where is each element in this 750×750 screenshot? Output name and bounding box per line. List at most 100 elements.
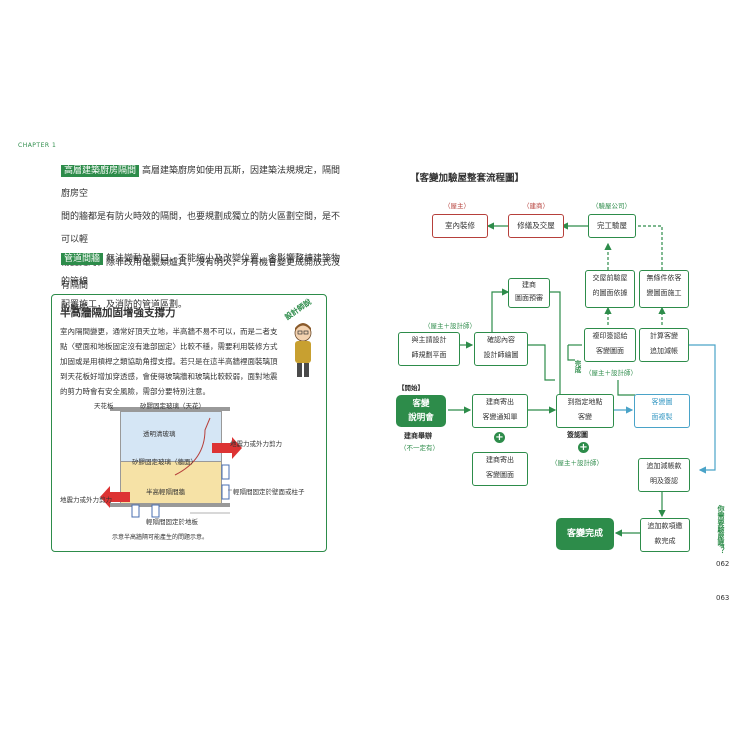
chapter-label: CHAPTER 1 [18, 142, 57, 149]
self-inspection-line: 無條件依客 [646, 274, 682, 282]
builder-send-drawing-line: 建商寄出 [486, 456, 514, 464]
change-drawing-line: 客變圖 [651, 398, 673, 406]
change-drawing-line: 面複製 [651, 413, 673, 421]
designated-place-line: 客變 [578, 413, 592, 421]
plus-icon: + [494, 432, 505, 443]
half-wall [120, 461, 222, 505]
box-line: 到天花板好增加穿透感，會使得玻璃牆和玻璃比較較弱，面對地震 [60, 372, 278, 381]
pre-handover-box: 交屋前驗屋 的圖面依據 [585, 270, 635, 308]
role-inspector: （驗屋公司） [592, 202, 631, 210]
wall-fix-floor-label: 輕隔間固定於地板 [146, 518, 198, 526]
change-drawing-box: 客變圖 面複製 [634, 394, 690, 428]
completion-label: 完成 [573, 360, 581, 373]
calc-extra-line: 追加減帳 [650, 347, 678, 355]
owner-designer-label-1: （屋主＋設計師） [424, 322, 476, 330]
extra-payment-box: 追加減帳款 明及簽認 [638, 458, 690, 492]
final-payment-line: 追加款項繳 [647, 522, 683, 530]
page-number-063: 063 [716, 594, 730, 602]
role-owner: （屋主） [444, 202, 470, 210]
glass-ceiling-fix-label: 矽膠固定玻璃（天花） [140, 402, 205, 410]
diagram-caption: 示意半高牆隔可能產生的問題示意。 [112, 534, 209, 541]
role-builder: （建商） [523, 202, 549, 210]
flow-title: 【客變加驗屋整套流程圖】 [410, 173, 525, 184]
builder-quote-box: 建商 圖面預審 [508, 278, 550, 308]
seismic-right-label: 地震力或外力剪力 [230, 440, 282, 448]
reply-confirm-box: 複印簽認給 客變圖面 [584, 328, 636, 362]
seismic-left-label: 地震力或外力剪力 [60, 496, 112, 504]
builder-hold-label: 建商舉辦 [404, 432, 432, 440]
box-text: 室內隔間變更，通常好頂天立地，半高牆不易不可以，而是二者支 點〈壁面和地板固定沒… [60, 324, 286, 399]
clear-glass-label: 透明清玻璃 [143, 430, 176, 438]
page-number-062: 062 [716, 560, 730, 568]
box-line: 室內隔間變更，通常好頂天立地，半高牆不易不可以，而是二者支 [60, 327, 278, 336]
calc-extra-box: 計算客變 追加減帳 [639, 328, 689, 362]
builder-send-box: 建商寄出 客變通知單 [472, 394, 528, 428]
force-arrow-right [212, 437, 242, 459]
interior-reno-box: 室內裝修 [432, 214, 488, 238]
briefing-line: 說明會 [408, 413, 434, 423]
builder-send-drawing-box: 建商寄出 客變圖面 [472, 452, 528, 486]
repair-handover-box: 修繕及交屋 [508, 214, 564, 238]
completion-inspection-box: 完工驗屋 [588, 214, 636, 238]
extra-payment-line: 明及簽認 [650, 477, 678, 485]
briefing-box: 客變 說明會 [396, 395, 446, 427]
para1-line: 的廚房。 [61, 304, 98, 314]
builder-send-line: 客變通知單 [482, 413, 518, 421]
final-payment-line: 款完成 [654, 537, 676, 545]
wall-fix-side-label: 輕隔間固定於壁面或柱子 [233, 488, 305, 496]
owner-designer-label-3: （屋主＋設計師） [551, 459, 603, 467]
briefing-line: 客變 [412, 399, 430, 409]
confirm-content-box: 確認內容 設計師繪圖 [474, 332, 528, 366]
designer-avatar [290, 322, 316, 380]
self-inspection-box: 無條件依客 變圖面施工 [639, 270, 689, 308]
floor-line [110, 503, 230, 507]
ceiling-label: 天花板 [94, 402, 114, 410]
para2-line: 無法變動及開口，不能縮小及改變位置，會影響整棟建築物的管線 [61, 254, 341, 287]
final-payment-box: 追加款項繳 款完成 [640, 518, 690, 552]
builder-quote-line: 圖面預審 [515, 294, 543, 302]
builder-quote-line: 建商 [522, 281, 536, 289]
side-text: 你需要驗屋嗎？ [717, 505, 725, 554]
pipe-tag: 管道間牆 [61, 253, 104, 265]
pre-handover-line: 的圖面依據 [592, 289, 628, 297]
sign-stamp-label: 簽認圖 [567, 431, 588, 439]
para2-line: 配置施工，及消防的管道區劃。 [61, 300, 188, 310]
half-wall-label: 半高輕隔間牆 [146, 488, 185, 496]
extra-payment-line: 追加減帳款 [646, 462, 682, 470]
paragraph-pipe: 管道間牆無法變動及開口，不能縮小及改變位置，會影響整棟建築物的管線 配置施工，及… [61, 248, 341, 317]
info-box [51, 294, 327, 552]
designated-place-line: 到指定地點 [567, 398, 603, 406]
box-line: 點〈壁面和地板固定沒有進部固定〉比較不穩，需要利用裝修方式 [60, 342, 278, 351]
confirm-content-line: 確認內容 [487, 336, 515, 344]
kitchen-tag: 高層建築廚房隔間 [61, 165, 140, 177]
floorplan-line: 與主請設計 [411, 336, 447, 344]
owner-designer-label-2: （屋主＋設計師） [585, 369, 637, 377]
box-line: 加固或是用槓桿之類協助角撐支撐。若只是在這半高牆裡面裝璃頂 [60, 357, 278, 366]
box-title: 半高牆隔加固增強支撐力 [60, 307, 176, 319]
builder-send-line: 建商寄出 [486, 398, 514, 406]
builder-send-drawing-line: 客變圖面 [486, 471, 514, 479]
not-fixed-label: （不一定有） [400, 444, 439, 452]
calc-extra-line: 計算客變 [650, 332, 678, 340]
floorplan-box: 與主請設計 師規劃平面 [398, 332, 460, 366]
plus-icon: + [578, 442, 589, 453]
designated-place-box: 到指定地點 客變 [556, 394, 614, 428]
reply-confirm-line: 客變圖面 [596, 347, 624, 355]
force-arrow-left [100, 486, 130, 508]
confirm-content-line: 設計師繪圖 [483, 351, 519, 359]
ceiling-line [110, 407, 230, 411]
para1-line: 高層建築廚房如使用瓦斯，因建築法規規定，隔間廚房空 [61, 166, 341, 199]
glass-wall-fix-label: 矽膠固定玻璃（牆面） [132, 458, 197, 466]
para1-line: 易變更的，除非改用電氣類爐具，沒有明火，才有機會變更成開放式沒有隔間 [61, 258, 341, 291]
pre-handover-line: 交屋前驗屋 [592, 274, 628, 282]
start-label: 【開始】 [398, 384, 424, 392]
paragraph-kitchen: 高層建築廚房隔間高層建築廚房如使用瓦斯，因建築法規規定，隔間廚房空 間的牆都是有… [61, 160, 341, 321]
box-line: 的剪力時會有安全風險，需部分要特別注意。 [60, 387, 210, 396]
reply-confirm-line: 複印簽認給 [592, 332, 628, 340]
self-inspection-line: 變圖面施工 [646, 289, 682, 297]
para1-line: 間的牆都是有防火時效的隔間，也要規劃成獨立的防火區劃空間，是不可以輕 [61, 212, 341, 245]
done-box: 客變完成 [556, 518, 614, 550]
floorplan-line: 師規劃平面 [411, 351, 447, 359]
